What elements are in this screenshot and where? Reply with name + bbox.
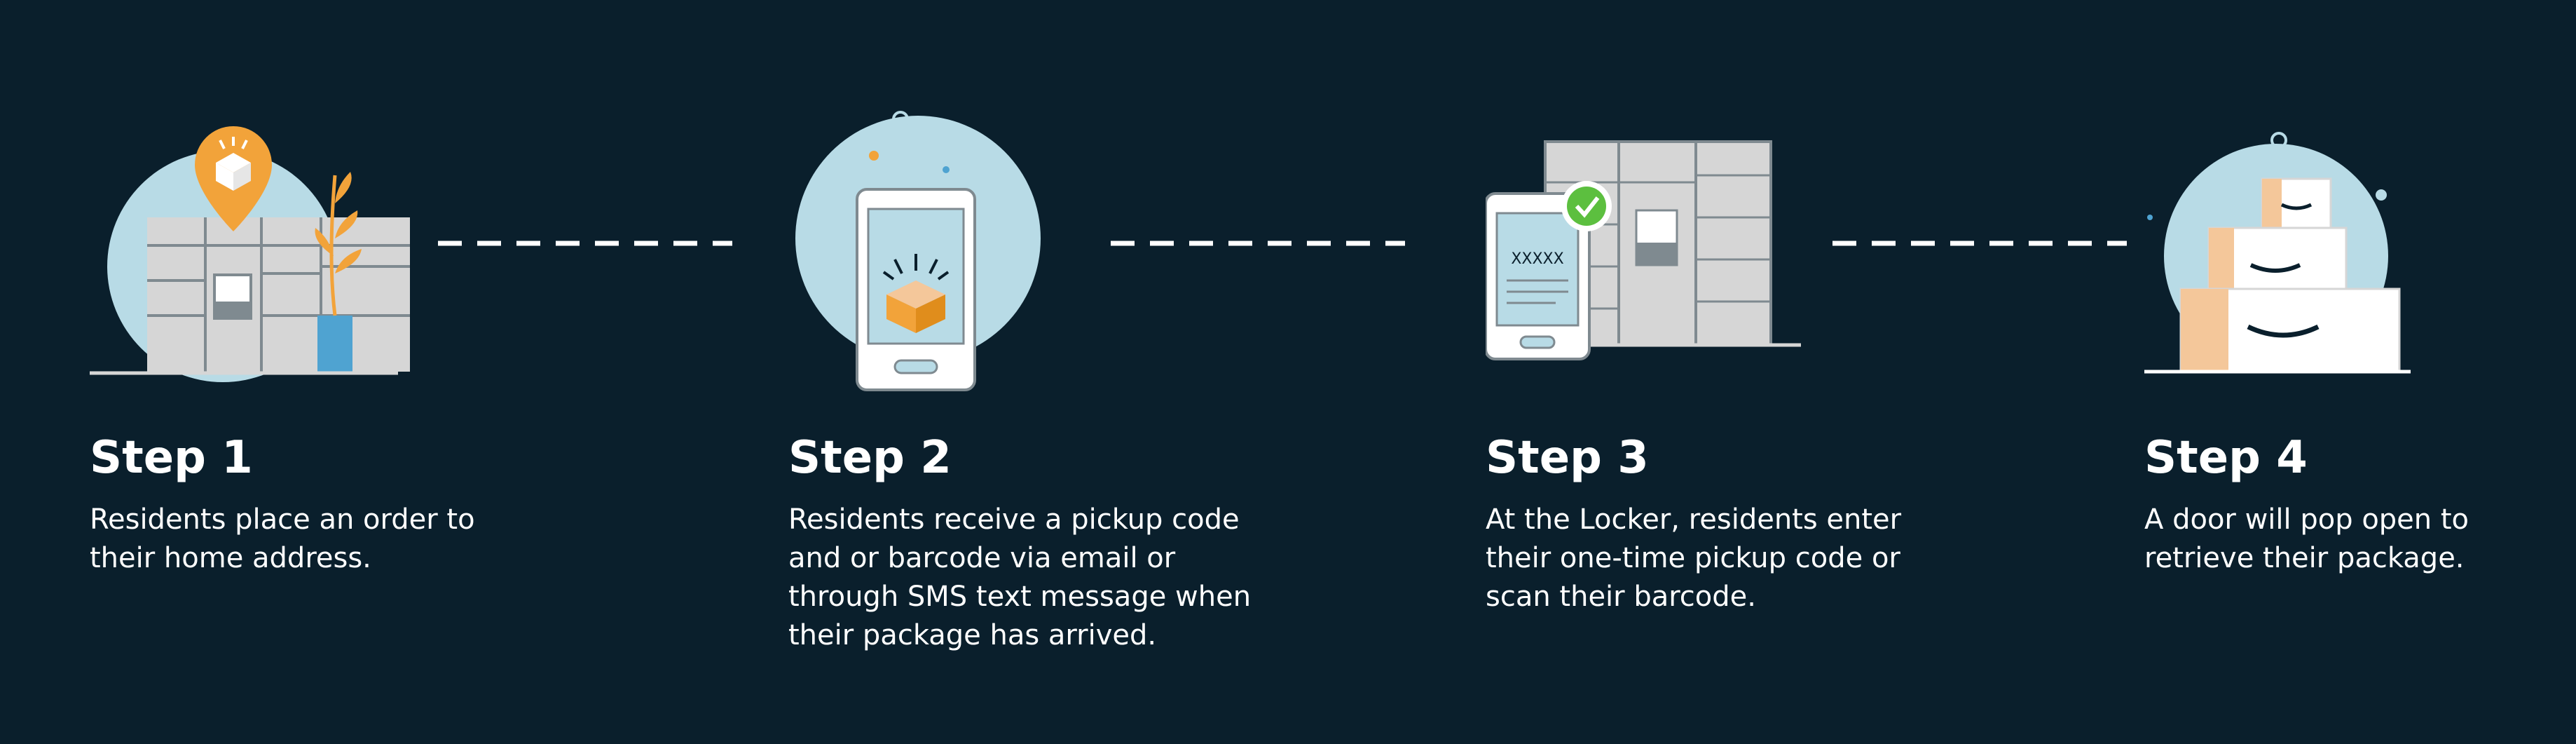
phone-scan-at-locker-icon: XXXXX bbox=[1486, 140, 1801, 360]
step-1-title: Step 1 bbox=[90, 432, 253, 484]
pickup-code-text: XXXXX bbox=[1511, 250, 1563, 268]
step-1: Step 1 Residents place an order to their… bbox=[90, 0, 650, 744]
stacked-packages-icon bbox=[2144, 132, 2411, 374]
step-1-description: Residents place an order to their home a… bbox=[90, 503, 475, 574]
locker-with-location-pin-icon bbox=[90, 126, 410, 382]
step-2-description: Residents receive a pickup code and or b… bbox=[788, 503, 1252, 651]
connector-step3-step4 bbox=[1832, 241, 2127, 246]
step-3: XXXXX Step 3 At the Locker, residents en… bbox=[1486, 0, 2046, 744]
connector-step2-step3 bbox=[1111, 241, 1405, 246]
step-2: Step 2 Residents receive a pickup code a… bbox=[788, 0, 1349, 744]
step-4-title: Step 4 bbox=[2144, 432, 2308, 484]
step-4-description: A door will pop open to retrieve their p… bbox=[2144, 503, 2469, 574]
step-3-title: Step 3 bbox=[1486, 432, 1649, 484]
step-3-description: At the Locker, residents enter their one… bbox=[1486, 503, 1902, 613]
step-2-title: Step 2 bbox=[788, 432, 952, 484]
phone-with-package-notification-icon bbox=[795, 111, 1041, 391]
step-4: Step 4 A door will pop open to retrieve … bbox=[2144, 0, 2576, 744]
connector-step1-step2 bbox=[438, 241, 732, 246]
